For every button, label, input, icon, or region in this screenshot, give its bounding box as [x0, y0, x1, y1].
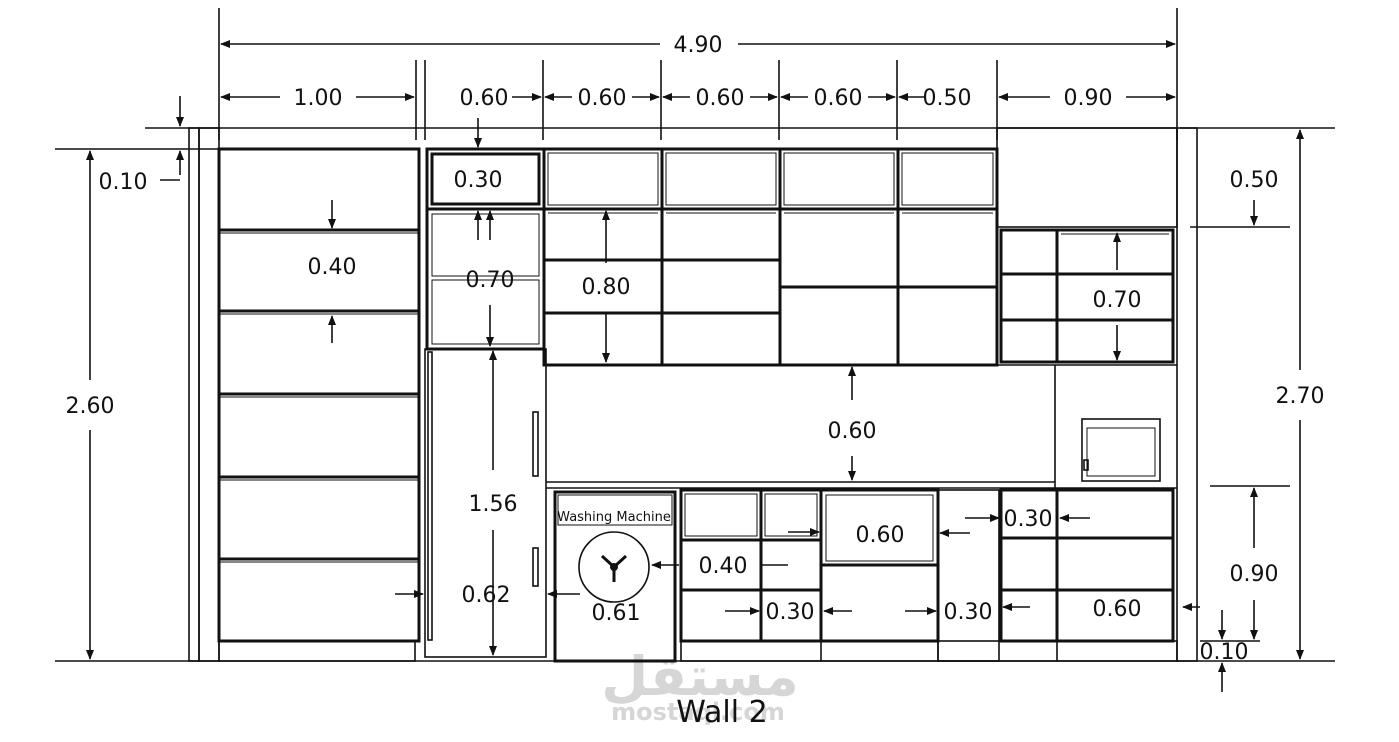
- svg-text:2.70: 2.70: [1276, 384, 1325, 409]
- svg-text:0.62: 0.62: [462, 583, 511, 608]
- svg-text:2.60: 2.60: [66, 394, 115, 419]
- svg-text:0.10: 0.10: [99, 170, 148, 195]
- svg-text:0.60: 0.60: [856, 523, 905, 548]
- right-tall-cabinet: [996, 127, 1178, 489]
- right-top-dimension: 0.50: [1230, 168, 1279, 226]
- washing-machine-label: Washing Machine: [557, 510, 671, 525]
- watermark-logo: مستقل: [601, 645, 799, 708]
- svg-text:0.30: 0.30: [944, 600, 993, 625]
- segment-dimensions: 1.00 0.60 0.60 0.60 0.60 0.50 0.90: [220, 86, 1176, 111]
- svg-text:0.60: 0.60: [828, 419, 877, 444]
- svg-text:4.90: 4.90: [674, 33, 723, 58]
- drum-icon: [578, 531, 650, 603]
- svg-text:1.00: 1.00: [294, 86, 343, 111]
- svg-text:0.90: 0.90: [1230, 562, 1279, 587]
- svg-text:0.80: 0.80: [582, 275, 631, 300]
- svg-text:1.56: 1.56: [469, 492, 518, 517]
- svg-text:0.30: 0.30: [454, 168, 503, 193]
- svg-text:0.70: 0.70: [1093, 288, 1142, 313]
- svg-text:0.50: 0.50: [923, 86, 972, 111]
- watermark-site: mostaql.com: [611, 698, 785, 726]
- right-lower-dimension: 0.90: [1230, 487, 1279, 640]
- washing-machine: Washing Machine: [553, 490, 677, 663]
- svg-text:0.40: 0.40: [308, 255, 357, 280]
- overall-width-dimension: 4.90: [220, 33, 1176, 58]
- upper-cabinets: [542, 147, 999, 367]
- svg-text:0.10: 0.10: [1200, 640, 1249, 665]
- left-height-dimension: 2.60: [66, 150, 115, 660]
- bottom-offset-dimension: 0.10: [1182, 603, 1249, 692]
- backsplash: [546, 364, 1055, 489]
- svg-text:0.70: 0.70: [466, 268, 515, 293]
- tall-cabinet-fridge: [424, 147, 547, 658]
- tall-cabinet-left: [217, 147, 421, 662]
- svg-text:0.30: 0.30: [1004, 507, 1053, 532]
- svg-text:0.60: 0.60: [814, 86, 863, 111]
- lower-cabinets: [679, 488, 1178, 662]
- svg-text:0.60: 0.60: [460, 86, 509, 111]
- svg-text:0.50: 0.50: [1230, 168, 1279, 193]
- inner-dimensions: 0.30 0.40 0.70 0.80 0.70 0.60 1.56 0.62 …: [308, 118, 1142, 656]
- right-height-dimension: 2.70: [1276, 129, 1325, 660]
- svg-text:0.90: 0.90: [1064, 86, 1113, 111]
- svg-text:0.60: 0.60: [696, 86, 745, 111]
- svg-text:0.60: 0.60: [1093, 597, 1142, 622]
- top-offset-dimension: 0.10: [99, 96, 184, 195]
- svg-text:0.30: 0.30: [766, 600, 815, 625]
- svg-text:0.40: 0.40: [699, 554, 748, 579]
- svg-text:0.61: 0.61: [592, 601, 641, 626]
- svg-text:0.60: 0.60: [578, 86, 627, 111]
- drawing-title: Wall 2: [676, 695, 767, 730]
